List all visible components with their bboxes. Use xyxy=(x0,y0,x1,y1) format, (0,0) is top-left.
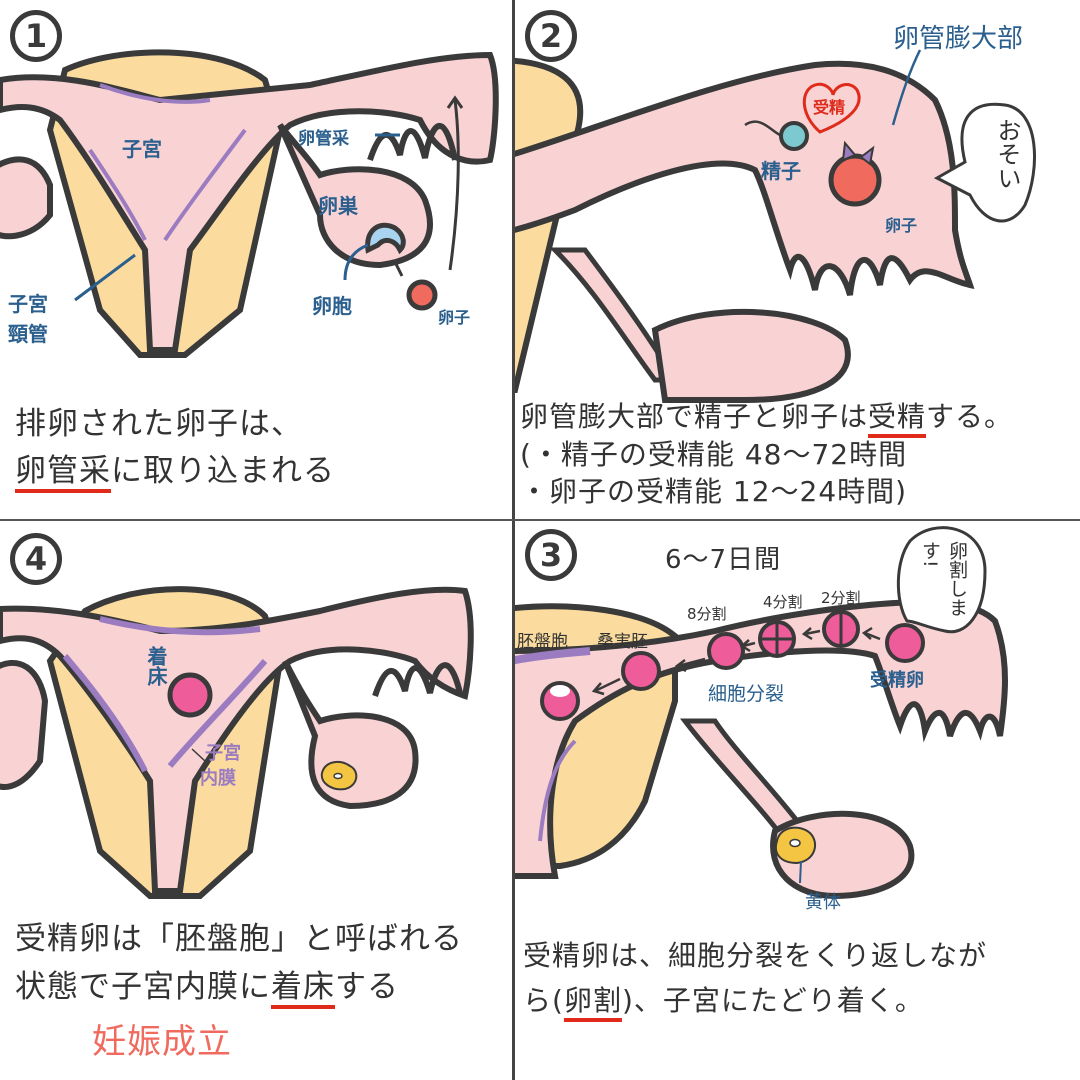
caption-underlined: 着床 xyxy=(271,969,335,1005)
heart-icon xyxy=(802,82,861,134)
label-fimbriae: 卵管采 xyxy=(298,129,349,149)
fallopian-tube xyxy=(515,60,975,296)
caption-pre: 状態で子宮内膜に xyxy=(15,969,271,1005)
cleavage-diagram xyxy=(515,526,1008,900)
eight-cell xyxy=(707,632,745,670)
label-cell-division: 細胞分裂 xyxy=(708,683,785,705)
label-eight-cell: 8分割 xyxy=(687,605,727,623)
panel-fertilization: 2 卵管膨大部 受精 精子 卵子 おそい 卵管膨大部で精子と卵子は受精する。 (… xyxy=(515,0,1080,519)
left-ovary xyxy=(0,156,53,240)
label-corpus-luteum: 黄体 xyxy=(805,892,841,913)
label-implantation: 着床 xyxy=(144,646,168,686)
caption-pre: ら( xyxy=(523,984,564,1017)
uterus-ovary-diagram xyxy=(0,49,499,358)
label-ampulla: 卵管膨大部 xyxy=(893,24,1024,54)
label-egg: 卵子 xyxy=(438,308,471,327)
egg xyxy=(828,153,882,207)
panel-implantation: 4 着床 子宮 内膜 受精卵は「胚盤胞」と呼ばれる 状態で子宮内膜に着床する 妊… xyxy=(0,521,513,1080)
label-ovary: 卵巣 xyxy=(318,194,358,218)
panel-divider-horizontal xyxy=(0,519,1080,521)
label-zygote: 受精卵 xyxy=(870,670,924,691)
uterine-cavity xyxy=(0,586,474,894)
duration-label: 6～7日間 xyxy=(665,545,782,575)
label-endometrium-1: 子宮 xyxy=(205,743,241,764)
caption-pre: 卵管膨大部で精子と卵子は xyxy=(520,400,869,433)
panel-cleavage: 3 6～7日間 卵割します! 胚盤胞 桑実胚 8分割 4分割 2分割 受精卵 細… xyxy=(515,521,1080,1080)
morula xyxy=(621,651,661,691)
panel-divider-vertical xyxy=(512,0,515,1080)
caption-underlined: 卵管采 xyxy=(15,453,111,489)
pregnancy-established: 妊娠成立 xyxy=(92,1022,232,1062)
caption-post: する。 xyxy=(926,400,1014,433)
speech-bubble xyxy=(896,526,987,634)
sperm xyxy=(779,121,809,151)
caption-line-2: 卵管采に取り込まれる xyxy=(15,445,335,490)
label-blastocyst: 胚盤胞 xyxy=(517,632,568,652)
bow-icon xyxy=(841,140,875,166)
caption-line-1: 排卵された卵子は、 xyxy=(15,406,303,442)
zygote xyxy=(885,623,925,663)
step-number-1: 1 xyxy=(10,10,62,62)
label-follicle: 卵胞 xyxy=(312,294,352,318)
follicle xyxy=(365,222,406,255)
label-four-cell: 4分割 xyxy=(763,593,803,611)
speech-text: 卵割します! xyxy=(919,541,968,617)
label-morula: 桑実胚 xyxy=(597,632,648,652)
caption-post: )、子宮にたどり着く。 xyxy=(621,984,924,1017)
caption-rest: に取り込まれる xyxy=(111,453,335,489)
label-sperm: 精子 xyxy=(761,159,801,183)
step-number-3: 3 xyxy=(525,529,577,581)
sperm-tail xyxy=(744,120,781,137)
caption-line-3: ・卵子の受精能 12～24時間) xyxy=(520,475,908,508)
caption-line-2: ら(卵割)、子宮にたどり着く。 xyxy=(523,979,924,1019)
label-egg: 卵子 xyxy=(885,216,918,235)
caption-line-2: (・精子の受精能 48～72時間 xyxy=(520,438,908,471)
egg xyxy=(406,279,438,311)
label-endometrium-2: 内膜 xyxy=(200,768,236,789)
label-uterus: 子宮 xyxy=(122,137,162,161)
blastocyst-face xyxy=(167,672,213,718)
implantation-diagram xyxy=(0,586,474,899)
speech-bubble xyxy=(933,102,1036,223)
label-fertilization: 受精 xyxy=(813,98,846,117)
speech-text: おそい xyxy=(993,118,1021,190)
label-two-cell: 2分割 xyxy=(821,589,861,607)
caption-line-1: 卵管膨大部で精子と卵子は受精する。 xyxy=(520,395,1013,435)
caption-post: する xyxy=(335,969,399,1005)
caption-line-2: 状態で子宮内膜に着床する xyxy=(15,961,399,1006)
caption-line-1: 受精卵は、細胞分裂をくり返しなが xyxy=(523,939,988,972)
panel-ovulation: 1 子宮 卵管采 卵巣 卵胞 卵子 子宮 頸管 排卵された卵子は、 卵管采に取り… xyxy=(0,0,513,519)
step-number-2: 2 xyxy=(525,10,577,62)
caption-line-1: 受精卵は「胚盤胞」と呼ばれる xyxy=(15,921,463,957)
label-cervical-canal-1: 子宮 xyxy=(8,292,48,316)
step-number-4: 4 xyxy=(10,533,62,585)
caption-underlined: 受精 xyxy=(868,400,927,433)
right-ovary xyxy=(282,659,419,810)
ampulla-diagram xyxy=(515,49,1036,403)
ovary xyxy=(651,308,851,403)
left-ovary xyxy=(0,659,49,790)
fimbriae xyxy=(372,662,463,697)
caption-underlined: 卵割 xyxy=(563,984,622,1017)
label-cervical-canal-2: 頸管 xyxy=(8,322,48,346)
